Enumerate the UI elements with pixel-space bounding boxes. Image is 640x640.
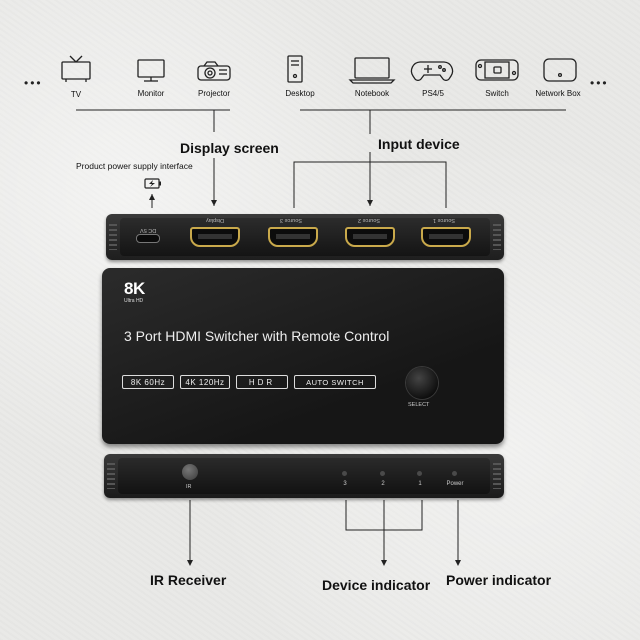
- dc-power-port: [136, 234, 160, 243]
- ellipsis-right: •••: [590, 76, 609, 90]
- power-charge-icon: [144, 178, 161, 189]
- hdmi-source-2-port: [345, 227, 395, 247]
- indicator-label-3: 3: [343, 481, 347, 487]
- device-label-desktop: Desktop: [285, 89, 315, 98]
- badge-8k-60hz: 8K 60Hz: [122, 375, 174, 389]
- switcher-top-panel: 8K Ultra HD 3 Port HDMI Switcher with Re…: [102, 268, 504, 444]
- indicator-led-3: [342, 471, 347, 476]
- device-label-ps45: PS4/5: [422, 89, 444, 98]
- tv-icon: [61, 55, 91, 82]
- projector-icon: [197, 61, 231, 81]
- ir-label: IR: [186, 484, 192, 490]
- hdmi-display-port: [190, 227, 240, 247]
- ellipsis-left: •••: [24, 76, 43, 90]
- device-label-notebook: Notebook: [354, 89, 390, 98]
- network-box-icon: [543, 58, 577, 82]
- back-panel: DC 5V Display Source 3 Source 2 Source 1: [106, 214, 504, 260]
- indicator-led-2: [380, 471, 385, 476]
- badge-4k-120hz: 4K 120Hz: [180, 375, 230, 389]
- hdmi-source-3-port: [268, 227, 318, 247]
- front-panel: IR 3 2 1 Power: [104, 454, 504, 498]
- front-vents-right: [493, 463, 501, 489]
- device-icons: [61, 55, 577, 84]
- product-title: 3 Port HDMI Switcher with Remote Control: [124, 328, 390, 344]
- logo-ultra-hd: Ultra HD: [124, 298, 144, 304]
- select-button[interactable]: [406, 367, 438, 399]
- device-label-tv: TV: [70, 90, 82, 99]
- badge-auto-switch: Auto Switch: [294, 375, 376, 389]
- select-button-label: SELECT: [408, 402, 430, 408]
- handheld-console-icon: [475, 59, 519, 81]
- back-vents-left: [109, 224, 117, 250]
- indicator-label-1: 1: [418, 481, 422, 487]
- badge-hdr: HDR: [236, 375, 288, 389]
- display-screen-heading: Display screen: [180, 140, 279, 156]
- gamepad-icon: [410, 61, 454, 81]
- power-indicator-heading: Power indicator: [446, 572, 552, 588]
- dc-port-label: DC 5V: [140, 227, 157, 233]
- port-label-source-1: Source 1: [433, 217, 456, 223]
- front-vents-left: [107, 463, 115, 489]
- power-led-label: Power: [446, 481, 464, 487]
- hdmi-source-1-port: [421, 227, 471, 247]
- device-label-monitor: Monitor: [137, 89, 165, 98]
- back-vents-right: [493, 224, 501, 250]
- power-led: [452, 471, 457, 476]
- device-label-network-box: Network Box: [535, 89, 581, 98]
- device-indicator-heading: Device indicator: [322, 577, 431, 593]
- device-label-switch: Switch: [485, 89, 509, 98]
- laptop-icon: [348, 57, 396, 84]
- port-label-source-2: Source 2: [358, 217, 381, 223]
- port-label-display: Display: [206, 217, 225, 223]
- indicator-led-1: [417, 471, 422, 476]
- monitor-icon: [137, 59, 165, 82]
- indicator-label-2: 2: [381, 481, 385, 487]
- port-label-source-3: Source 3: [280, 217, 303, 223]
- desktop-tower-icon: [287, 55, 303, 83]
- front-panel-inner: IR 3 2 1 Power: [118, 458, 490, 494]
- device-label-projector: Projector: [197, 89, 231, 98]
- ir-receiver-heading: IR Receiver: [150, 572, 227, 588]
- logo-8k: 8K: [124, 279, 145, 298]
- ir-receiver-window: [182, 464, 198, 480]
- input-device-heading: Input device: [378, 136, 460, 152]
- power-interface-label: Product power supply interface: [76, 161, 193, 171]
